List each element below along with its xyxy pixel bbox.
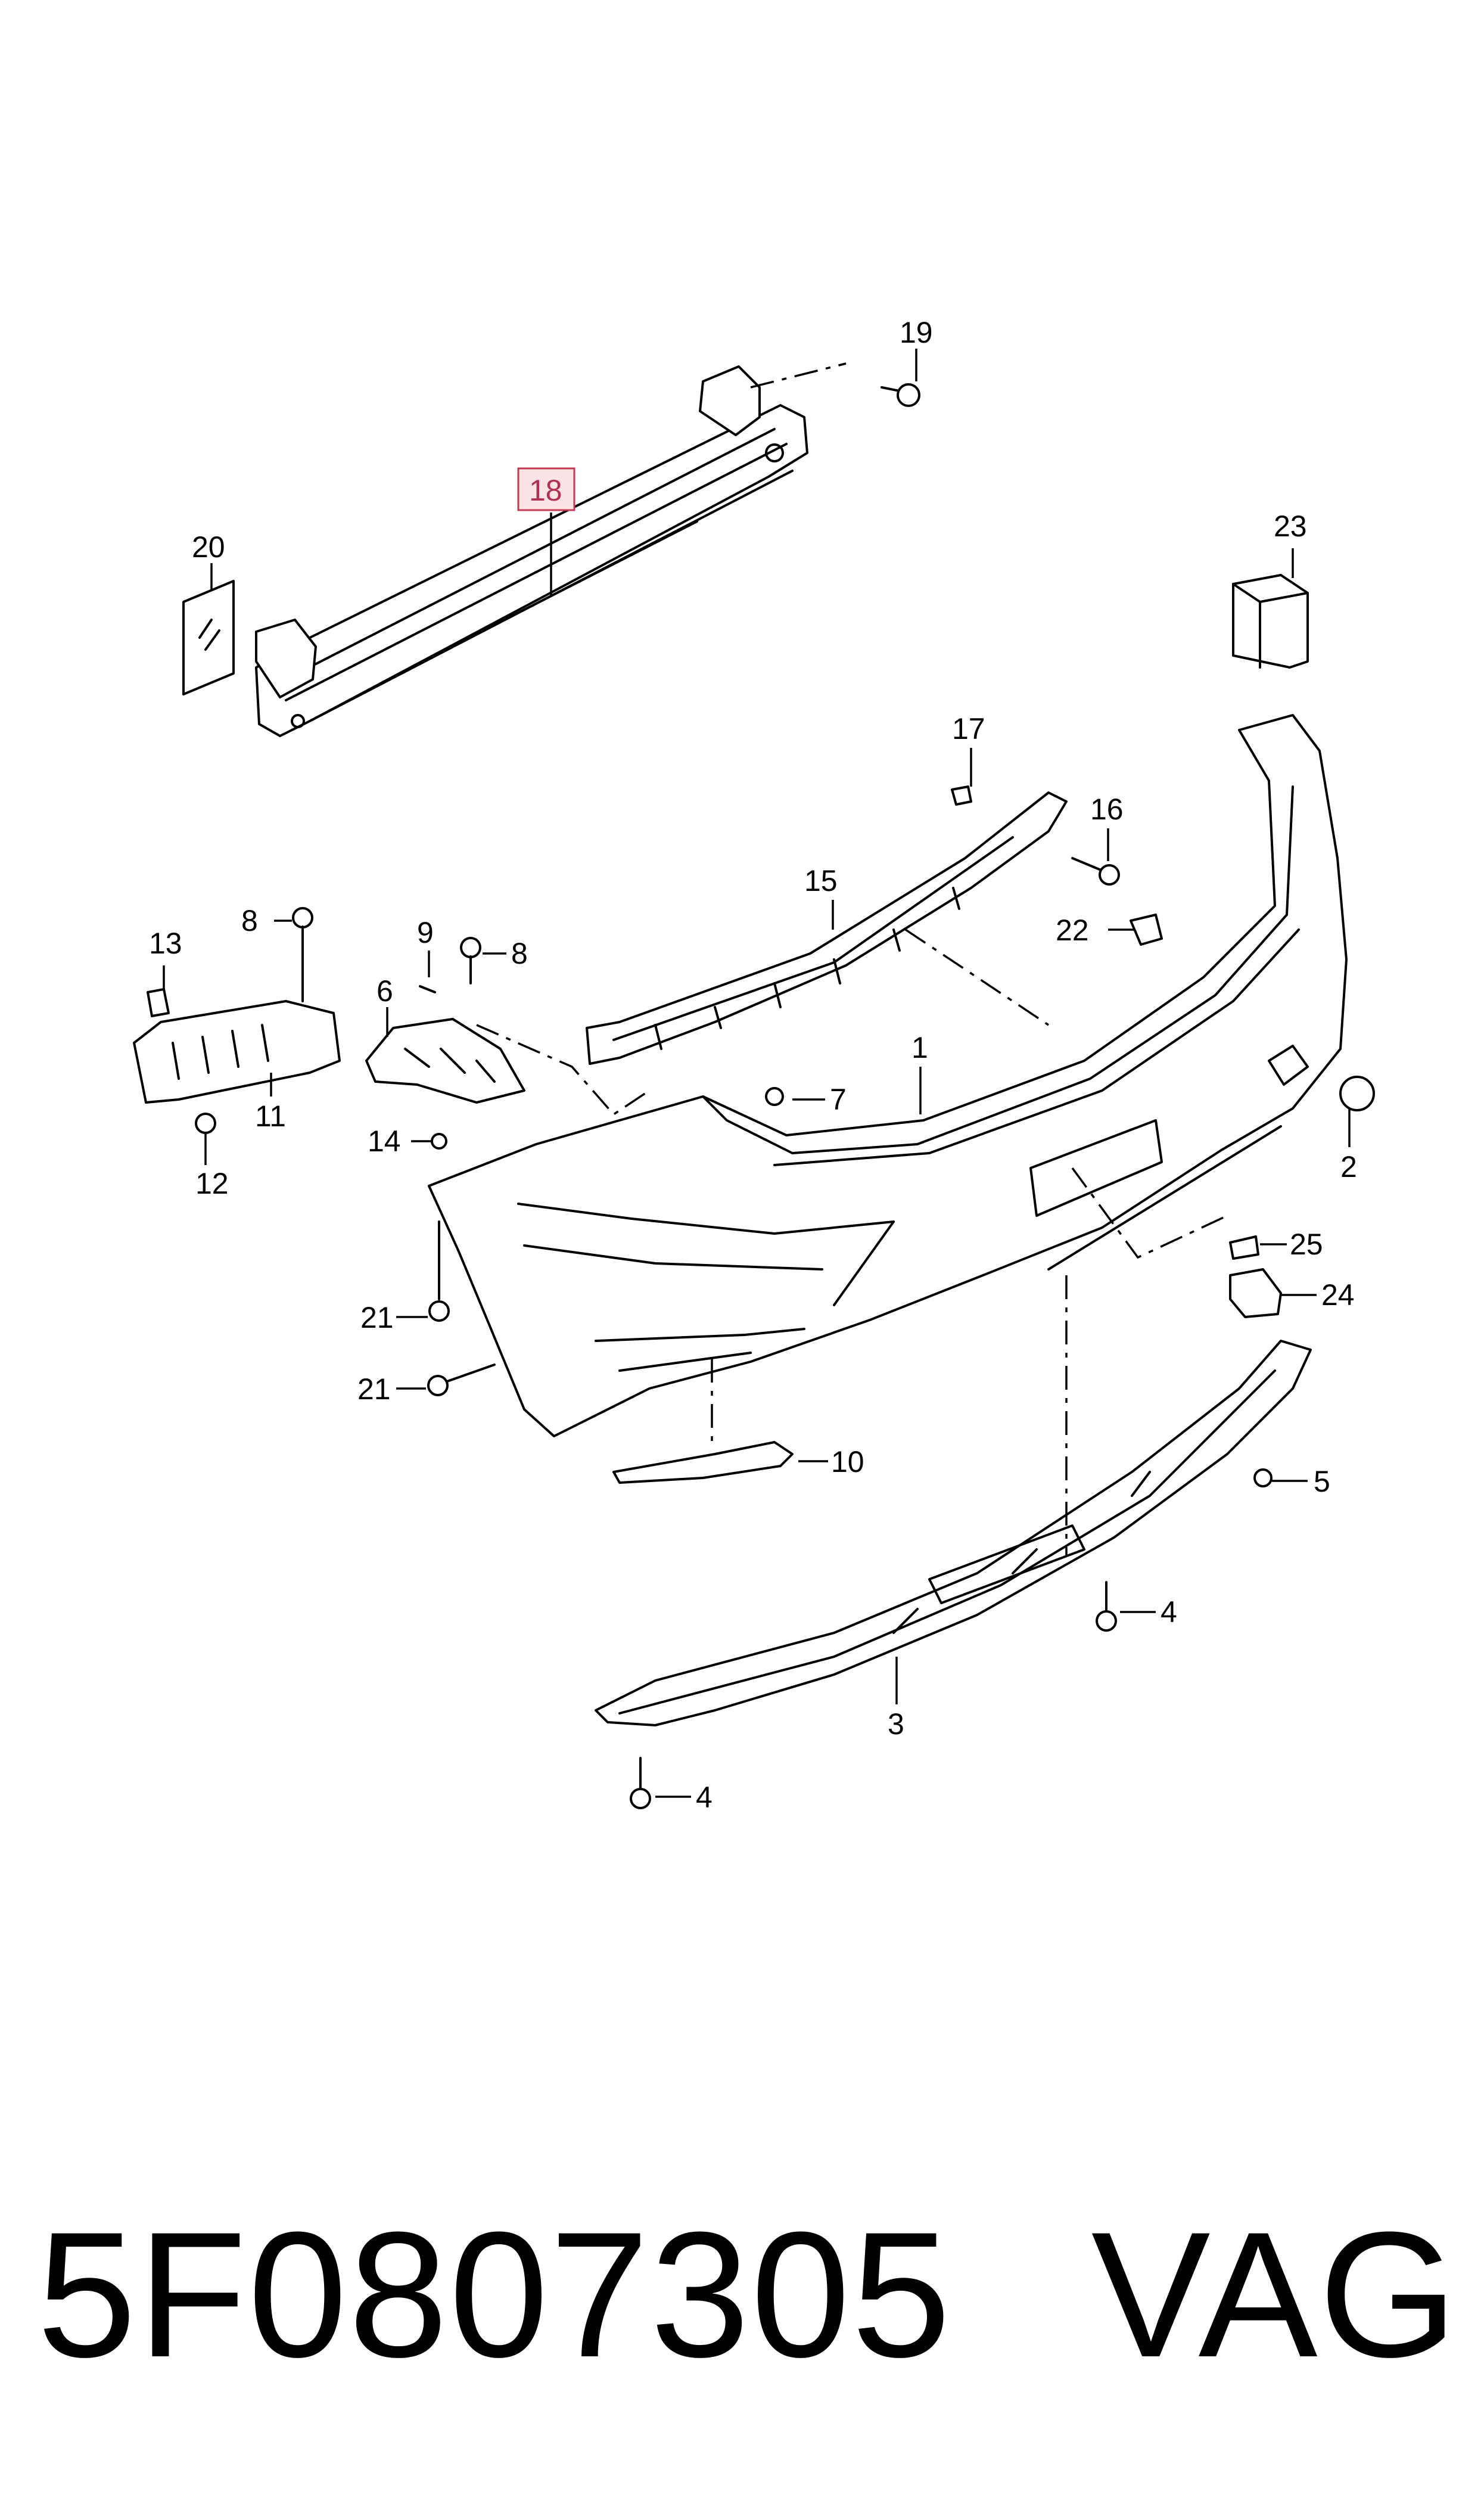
callout-16: 16 — [1090, 793, 1124, 826]
trim-strip — [612, 1441, 794, 1484]
callout-8b: 8 — [511, 937, 528, 970]
retainer-24 — [1229, 1268, 1282, 1318]
callout-numbers: 19 18 20 23 17 16 15 22 1 7 2 25 24 5 4 … — [149, 316, 1357, 1814]
clip-17 — [951, 785, 972, 806]
bolt-19 — [881, 383, 920, 407]
screw-21a — [428, 1220, 450, 1322]
callout-21a: 21 — [360, 1301, 394, 1334]
cap-2 — [1339, 1076, 1375, 1111]
diffuser — [595, 1340, 1312, 1726]
callout-23: 23 — [1274, 510, 1307, 543]
nut-14 — [431, 1133, 447, 1150]
callout-14: 14 — [368, 1125, 401, 1158]
callout-4b: 4 — [696, 1781, 713, 1814]
clip-13 — [147, 988, 170, 1017]
clip-5 — [1253, 1468, 1273, 1487]
guide-bracket — [586, 791, 1068, 1065]
side-bracket-6 — [365, 1018, 525, 1104]
callout-15: 15 — [804, 864, 838, 897]
screw-12 — [195, 1113, 216, 1134]
callout-20: 20 — [192, 530, 225, 564]
callout-2: 2 — [1340, 1150, 1357, 1184]
callout-3: 3 — [888, 1707, 904, 1741]
callout-7: 7 — [830, 1083, 847, 1116]
callout-22: 22 — [1056, 914, 1089, 947]
control-unit — [1232, 574, 1309, 669]
screw-9 — [419, 985, 436, 993]
callout-6: 6 — [377, 974, 393, 1008]
callout-12: 12 — [195, 1167, 229, 1200]
brand-name: VAG — [1091, 2194, 1459, 2394]
retainer-25 — [1229, 1235, 1259, 1260]
callout-13: 13 — [149, 927, 182, 960]
callout-24: 24 — [1321, 1278, 1355, 1312]
label-sticker — [182, 580, 235, 695]
part-number: 5F0807305 — [37, 2194, 953, 2394]
callout-18-highlight — [517, 467, 575, 511]
bolt-16 — [1071, 857, 1120, 886]
callout-9: 9 — [417, 916, 434, 949]
screw-8b — [460, 937, 481, 984]
assembly-lines — [476, 362, 1228, 1555]
callout-1: 1 — [911, 1031, 928, 1064]
reinforcement-beam — [255, 365, 808, 737]
callout-25: 25 — [1290, 1228, 1323, 1261]
callout-10: 10 — [831, 1445, 864, 1479]
callout-21b: 21 — [357, 1372, 391, 1406]
side-bracket-11 — [133, 1000, 341, 1104]
clip-22 — [1130, 914, 1163, 946]
callout-4a: 4 — [1161, 1595, 1177, 1629]
bumper-cover — [428, 714, 1348, 1437]
bolt-4b — [630, 1757, 651, 1809]
callout-8a: 8 — [241, 904, 258, 937]
leader-lines — [163, 349, 1351, 1798]
callout-19: 19 — [900, 316, 933, 349]
bolt-4a — [1096, 1581, 1117, 1632]
screw-7 — [765, 1087, 784, 1106]
callout-11: 11 — [255, 1099, 286, 1133]
callout-17: 17 — [952, 712, 985, 746]
callout-18: 18 — [529, 474, 562, 507]
screw-8a — [292, 907, 313, 1002]
callout-5: 5 — [1314, 1465, 1330, 1498]
screw-21b — [427, 1363, 496, 1396]
